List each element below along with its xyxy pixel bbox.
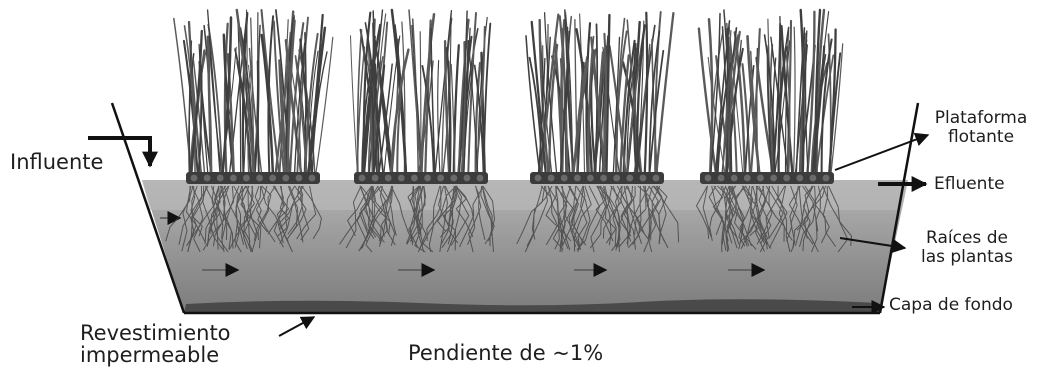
- plant-group: [165, 8, 334, 253]
- plant-leaves: [173, 8, 334, 178]
- plant-leaves: [525, 9, 675, 178]
- roots-label-line2: las plantas: [920, 247, 1014, 267]
- platform-callout: [834, 132, 930, 171]
- platform-label-line2: flotante: [947, 127, 1015, 147]
- platform-floats: [358, 174, 484, 182]
- plant-leaves: [697, 8, 844, 178]
- liner-label-line2: impermeable: [80, 343, 220, 367]
- bottom-sediment-layer: [184, 299, 880, 313]
- influent-label: Influente: [10, 150, 104, 174]
- influent-arrow: [88, 136, 158, 168]
- plant-leaves: [349, 8, 492, 178]
- plant-roots: [165, 185, 322, 253]
- platform-floats: [190, 174, 316, 182]
- plant-roots: [339, 185, 496, 253]
- callout-arrows: [278, 132, 930, 337]
- plant-groups: [165, 8, 853, 253]
- platform-label: Plataforma flotante: [922, 110, 1040, 146]
- platform-label-line1: Plataforma: [934, 108, 1028, 128]
- plant-group: [339, 8, 496, 253]
- basin-right-wall: [878, 102, 920, 314]
- plant-roots: [516, 185, 680, 253]
- bottom-layer-label: Capa de fondo: [889, 295, 1013, 315]
- roots-label: Raíces de las plantas: [906, 230, 1028, 266]
- slope-label: Pendiente de ~1%: [408, 341, 604, 365]
- liner-label: Revestimiento impermeable: [80, 322, 231, 366]
- flow-arrows: [160, 211, 766, 277]
- water-surface-band: [142, 180, 908, 210]
- water-body: [142, 180, 908, 313]
- plant-group: [516, 9, 680, 253]
- roots-label-line1: Raíces de: [926, 228, 1008, 248]
- liner-label-line1: Revestimiento: [80, 321, 231, 345]
- effluent-label: Efluente: [934, 174, 1005, 194]
- platform-floats: [534, 174, 660, 182]
- liner-callout: [278, 316, 316, 337]
- roots-callout: [839, 237, 907, 254]
- plant-group: [695, 8, 853, 253]
- platform-floats: [704, 174, 830, 182]
- plant-roots: [695, 185, 853, 253]
